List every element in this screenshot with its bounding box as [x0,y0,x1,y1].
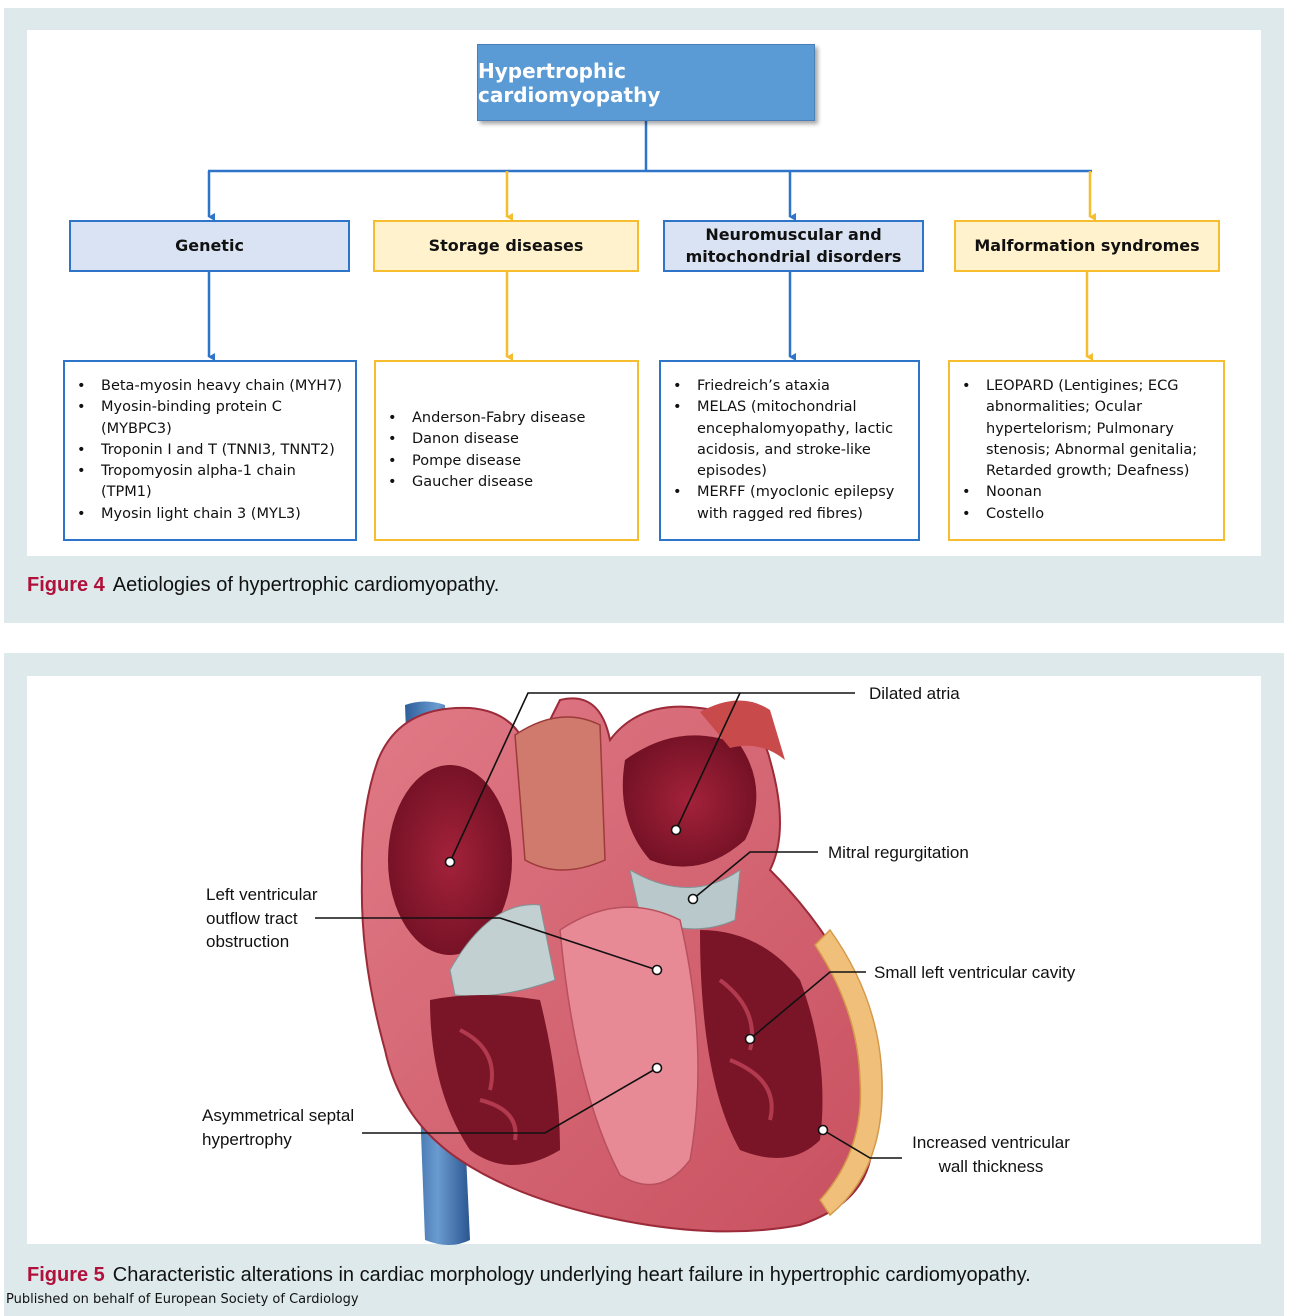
leader-dilated-atria-1 [449,692,855,863]
list-item: LEOPARD (Lentigines; ECG abnormalities; … [956,376,1215,482]
list-item: Beta-myosin heavy chain (MYH7) [71,376,347,397]
aortic-arch [700,700,785,760]
leader-small-lv [749,971,866,1040]
list-item: MERFF (myoclonic epilepsy with ragged re… [667,482,910,524]
list-item: Friedreich’s ataxia [667,376,910,397]
leader-dilated-atria-2 [675,692,741,831]
marker-dot [687,893,699,905]
publisher-footer: Published on behalf of European Society … [6,1292,359,1307]
label-mitral-regurgitation: Mitral regurgitation [828,843,969,862]
label-dilated-atria: Dilated atria [869,684,960,703]
list-genetic: Beta-myosin heavy chain (MYH7) Myosin-bi… [63,360,357,541]
marker-dot [670,824,682,836]
interventricular-septum [559,906,699,1186]
list-item: Gaucher disease [382,472,629,493]
category-neuromuscular: Neuromuscular and mitochondrial disorder… [663,220,924,272]
right-ventricle [430,995,560,1165]
list-item: Costello [956,504,1215,525]
leader-lvot [315,917,658,971]
list-storage: Anderson-Fabry disease Danon disease Pom… [374,360,639,541]
figure4-caption: Figure 4 Aetiologies of hypertrophic card… [27,574,499,597]
category-storage-diseases: Storage diseases [373,220,639,272]
marker-dot [651,964,663,976]
marker-dot [651,1062,663,1074]
figure4-caption-text: Aetiologies of hypertrophic cardiomyopat… [112,574,500,596]
label-small-lv-cavity: Small left ventricular cavity [874,963,1076,982]
pulmonary-trunk [514,716,606,871]
figure4-connectors [207,121,1096,361]
label-wall-thickness: Increased ventricular wall thickness [912,1133,1070,1176]
figure5-caption: Figure 5 Characteristic alterations in ca… [27,1264,1031,1287]
list-item: Danon disease [382,429,629,450]
list-item: Anderson-Fabry disease [382,408,629,429]
epicardial-fat [814,928,883,1217]
marker-dot [444,856,456,868]
root-node: Hypertrophic cardiomyopathy [477,44,815,121]
list-item: Troponin I and T (TNNI3, TNNT2) [71,440,347,461]
trabeculae [459,978,774,1141]
figure5-caption-label: Figure 5 [27,1264,105,1286]
label-septal-hypertrophy: Asymmetrical septal hypertrophy [202,1106,355,1149]
list-item: MELAS (mitochondrial encephalomyopathy, … [667,397,910,482]
list-malformation: LEOPARD (Lentigines; ECG abnormalities; … [948,360,1225,541]
leader-mitral [692,851,818,900]
category-genetic: Genetic [69,220,350,272]
label-lvot-obstruction: Left ventricular outflow tract obstructi… [206,885,318,951]
figure4-caption-label: Figure 4 [27,574,105,596]
list-item: Pompe disease [382,451,629,472]
list-item: Myosin-binding protein C (MYBPC3) [71,397,347,439]
marker-dot [744,1033,756,1045]
list-item: Myosin light chain 3 (MYL3) [71,504,347,525]
marker-dot [817,1124,829,1136]
list-neuromuscular: Friedreich’s ataxia MELAS (mitochondrial… [659,360,920,541]
leader-septal [362,1067,658,1134]
list-item: Tropomyosin alpha-1 chain (TPM1) [71,461,347,503]
leader-wall [822,1129,902,1159]
category-malformation: Malformation syndromes [954,220,1220,272]
figure5-caption-text: Characteristic alterations in cardiac mo… [112,1264,1031,1286]
list-item: Noonan [956,482,1215,503]
